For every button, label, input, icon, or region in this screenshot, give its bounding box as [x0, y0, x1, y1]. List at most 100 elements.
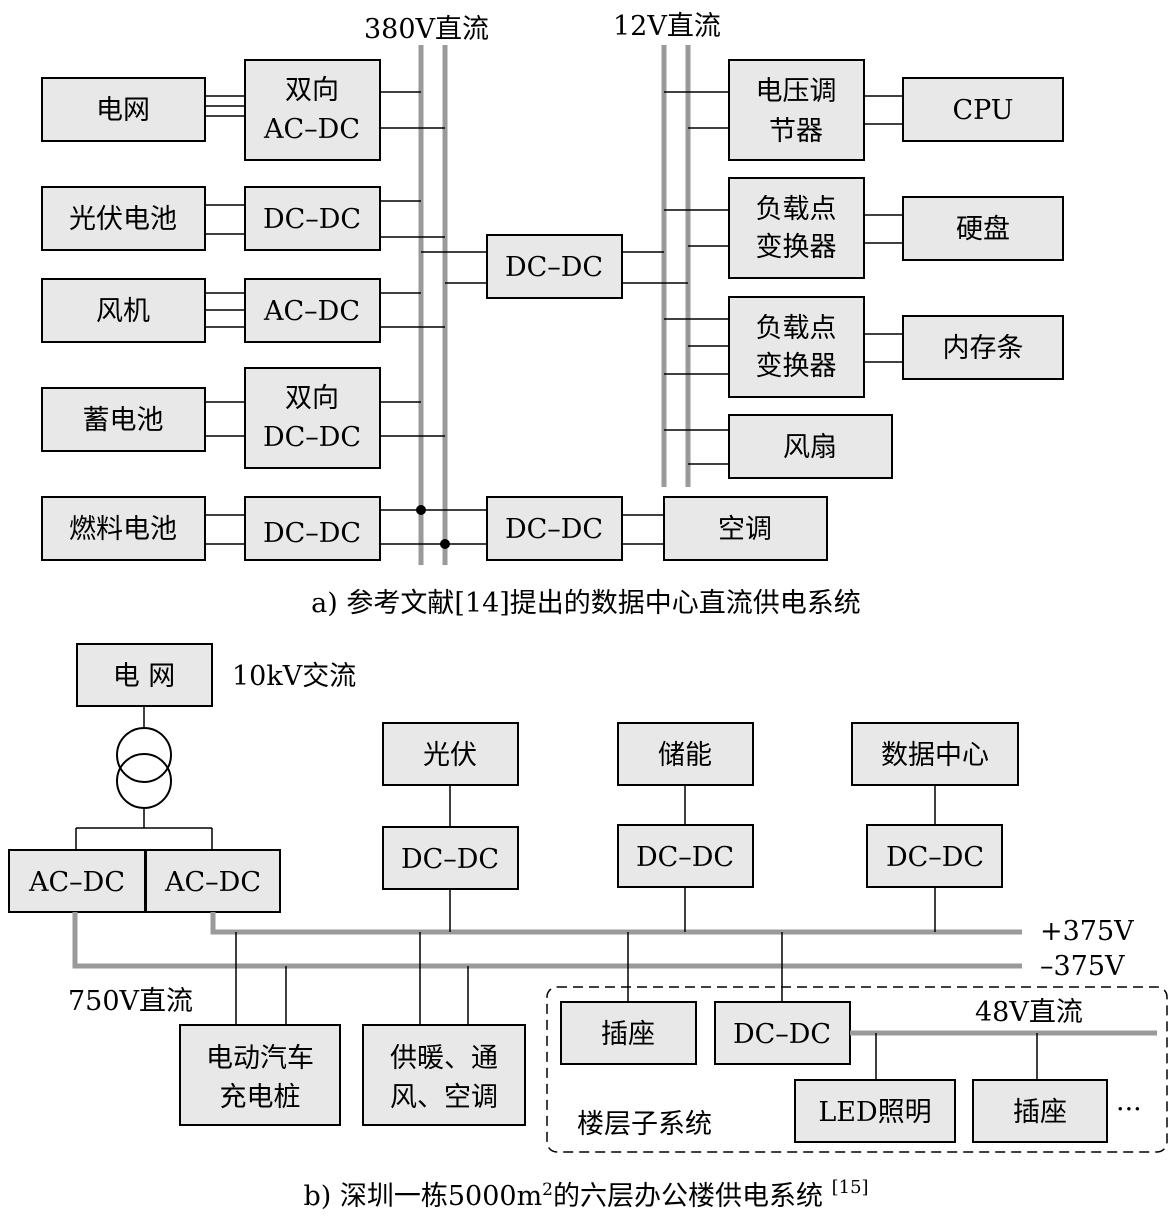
dc750-label: 750V直流	[68, 986, 193, 1017]
wind-acdc-wires	[205, 292, 245, 328]
pol-converter-2-box	[728, 296, 865, 398]
ac-dcdc-label: DC–DC	[505, 514, 603, 545]
pol1-disk-wires	[864, 214, 903, 244]
pol2-memory-wires	[864, 333, 903, 363]
fuel-dcdc-wires	[205, 514, 245, 545]
pv-dcdc-label: DC–DC	[263, 204, 361, 235]
pol2-line2: 变换器	[756, 351, 837, 382]
bidir-dcdc-line1: 双向	[285, 383, 339, 414]
storage-battery-box	[41, 387, 206, 452]
plus-bus-label: +375V	[1040, 916, 1134, 947]
caption-b-reference: [15]	[832, 1177, 869, 1198]
air-conditioner-box	[663, 496, 828, 561]
dc48-label: 48V直流	[975, 997, 1083, 1028]
ev-line2: 充电桩	[220, 1082, 301, 1113]
acdc-left-label: AC–DC	[28, 867, 125, 898]
pv-dcdc-b-label: DC–DC	[401, 844, 499, 875]
memory-box	[902, 315, 1064, 380]
ellipsis: ···	[1116, 1094, 1142, 1125]
storage-dcdc-label: DC–DC	[636, 842, 734, 873]
socket2-label: 插座	[1013, 1097, 1067, 1128]
pol2-bus-wires	[664, 318, 729, 375]
ev-line1: 电动汽车	[206, 1043, 314, 1074]
acdc-bus-wires	[380, 91, 445, 129]
pv-dcdc-box	[244, 186, 381, 251]
caption-b-rest: 的六层办公楼供电系统	[553, 1181, 832, 1212]
storage-dcdc-box	[617, 824, 754, 888]
pol2-line1: 负载点	[756, 313, 837, 344]
caption-b-superscript: 2	[542, 1180, 553, 1200]
floor-dcdc-box	[714, 1001, 851, 1065]
storage-bus-wires	[380, 401, 445, 437]
pol1-bus-wires	[664, 209, 729, 247]
ac-wires	[622, 514, 664, 545]
pv-battery-box	[41, 186, 206, 251]
led-label: LED照明	[818, 1097, 931, 1128]
storage-box	[617, 722, 754, 786]
datacenter-box	[851, 722, 1019, 786]
cpu-box	[902, 77, 1064, 142]
fuel-cell-box	[41, 496, 206, 561]
vr-cpu-wires	[864, 95, 903, 125]
fuel-cell-label: 燃料电池	[69, 514, 177, 545]
pv-dcdc-wires	[205, 204, 245, 235]
mid-dcdc-box	[486, 234, 623, 299]
datacenter-label: 数据中心	[881, 740, 989, 771]
bus-12v-label: 12V直流	[613, 11, 721, 42]
memory-label: 内存条	[943, 333, 1024, 364]
datacenter-dcdc-box	[866, 824, 1003, 888]
pol1-line1: 负载点	[756, 194, 837, 225]
vr-bus-wires	[664, 91, 729, 129]
hvac-line2: 风、空调	[390, 1082, 498, 1113]
bus-minus-375v	[72, 912, 1022, 969]
wind-bus-wires	[380, 292, 445, 328]
junction-dot	[440, 539, 450, 549]
bus-48v-drops	[875, 1033, 1038, 1080]
hard-disk-box	[902, 196, 1064, 261]
acdc-right-label: AC–DC	[164, 867, 261, 898]
voltage-regulator-box	[728, 59, 865, 161]
wind-label: 风机	[96, 296, 150, 327]
fuel-bus-wires	[380, 509, 487, 545]
socket1-label: 插座	[601, 1019, 655, 1050]
air-conditioner-label: 空调	[718, 514, 772, 545]
socket1-box	[560, 1001, 697, 1065]
transformer-coil-top	[116, 727, 172, 783]
junction-dot	[416, 505, 426, 515]
caption-a: a) 参考文献[14]提出的数据中心直流供电系统	[311, 588, 861, 619]
caption-b-main: b) 深圳一栋5000m	[303, 1181, 542, 1212]
storage-dcdc-wires	[205, 401, 245, 437]
ev-charger-box	[179, 1024, 341, 1126]
fuel-dcdc-label: DC–DC	[263, 518, 361, 549]
ev-wires	[235, 932, 287, 1025]
socket2-box	[972, 1079, 1108, 1143]
ac-voltage-label: 10kV交流	[232, 661, 356, 692]
pv-battery-label: 光伏电池	[69, 204, 177, 235]
ac-dcdc-box	[486, 496, 623, 561]
led-box	[794, 1079, 956, 1143]
floor-subsystem-label: 楼层子系统	[577, 1109, 712, 1140]
bidir-dcdc-box	[244, 367, 381, 469]
floor-subsystem-border	[546, 986, 1168, 1153]
grid-label-b: 电 网	[113, 661, 176, 692]
wind-acdc-label: AC–DC	[263, 296, 360, 327]
caption-b: b) 深圳一栋5000m2的六层办公楼供电系统 [15]	[303, 1177, 868, 1212]
datacenter-dcdc-label: DC–DC	[886, 842, 984, 873]
hvac-line1: 供暖、通	[390, 1043, 498, 1074]
bidir-acdc-line2: AC–DC	[263, 114, 360, 145]
bus-plus-375v	[210, 912, 1022, 935]
pol1-line2: 变换器	[756, 232, 837, 263]
floor-dcdc-label: DC–DC	[733, 1019, 831, 1050]
pol-converter-1-box	[728, 177, 865, 279]
fuel-dcdc-box	[244, 496, 381, 561]
diagram-a: 380V直流 12V直流 电网 双向 AC–DC 光伏电池 DC–DC 风机 A…	[41, 11, 1064, 619]
hard-disk-label: 硬盘	[956, 214, 1010, 245]
grid-acdc-wires	[205, 95, 245, 117]
storage-label: 储能	[658, 740, 712, 771]
fan-label: 风扇	[783, 432, 837, 463]
mid-dcdc-wires	[421, 251, 688, 284]
bidir-acdc-box	[244, 59, 381, 161]
transformer-split-wires	[75, 808, 213, 850]
grid-box-a	[41, 77, 206, 142]
